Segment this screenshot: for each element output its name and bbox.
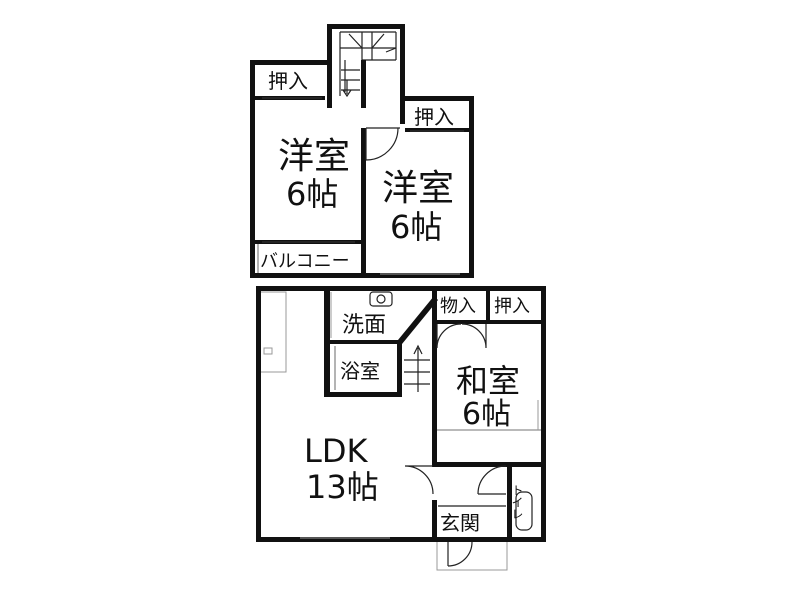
closet-east-label: 押入 [414, 105, 454, 129]
washroom-label: 洗面 [342, 313, 386, 338]
porch [436, 541, 508, 571]
bathroom-label: 浴室 [340, 359, 380, 383]
second-floor: 押入 洋室 6帖 押入 洋室 6帖 バルコニー [250, 24, 474, 278]
entrance-label: 玄関 [440, 511, 480, 535]
room-west-size: 6帖 [286, 175, 338, 213]
upper-staircase [327, 24, 405, 124]
japanese-room-size: 6帖 [462, 397, 511, 432]
ldk-size: 13帖 [306, 468, 379, 506]
toilet-label: トイレ [510, 484, 524, 520]
balcony-label: バルコニー [260, 251, 350, 272]
lower-staircase [404, 344, 430, 392]
ldk-name: LDK [304, 432, 368, 470]
closet-label: 押入 [494, 296, 530, 317]
upper-door [365, 127, 400, 161]
kitchen-counter [261, 291, 287, 373]
japanese-room-name: 和室 [456, 362, 520, 400]
closet-west-label: 押入 [268, 69, 308, 93]
room-east-size: 6帖 [390, 208, 442, 246]
storage-label: 物入 [440, 296, 476, 317]
first-floor: 洗面 浴室 物入 押入 和室 6帖 LDK 13帖 玄関 トイレ [256, 286, 546, 571]
room-west-name: 洋室 [278, 136, 350, 177]
room-east-name: 洋室 [382, 168, 454, 209]
wash-basin [369, 291, 393, 307]
